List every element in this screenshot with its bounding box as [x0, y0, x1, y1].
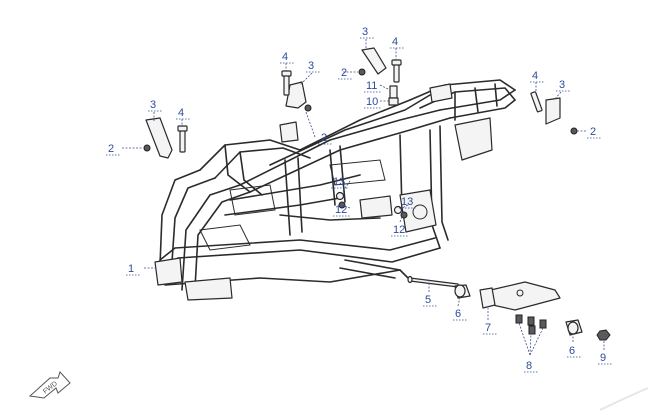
- bracket-part-3-far-right: [545, 97, 561, 125]
- svg-text:8: 8: [526, 360, 532, 372]
- plate-part-7: [479, 281, 561, 311]
- svg-text:2: 2: [590, 126, 596, 138]
- callout-4-top: 4: [390, 36, 404, 49]
- bolt-part-4-mid: [281, 70, 292, 96]
- spacer-part-11: [389, 85, 398, 99]
- svg-text:4: 4: [282, 51, 288, 63]
- callout-13-left: 13: [331, 176, 349, 189]
- callout-3-top: 3: [360, 26, 374, 39]
- svg-text:3: 3: [150, 99, 156, 111]
- callout-3-left: 3: [148, 99, 162, 112]
- svg-text:7: 7: [485, 322, 491, 334]
- nut-part-2-right: [570, 127, 578, 135]
- washer-part-10: [388, 97, 399, 106]
- bushing-part-6-right: [565, 319, 583, 336]
- callout-3-right: 3: [556, 79, 570, 92]
- svg-text:2: 2: [108, 143, 114, 155]
- washer-part-13-left: [335, 191, 345, 201]
- pin-part-5: [407, 275, 459, 288]
- nut-part-2-top: [358, 68, 366, 76]
- callout-6-left: 6: [453, 308, 467, 321]
- bolt-part-4-left: [177, 125, 188, 153]
- callout-11: 11: [364, 80, 382, 93]
- nut-part-2-mid: [304, 104, 312, 112]
- atv-frame: [154, 79, 516, 301]
- decorative-swoosh: [599, 387, 649, 411]
- svg-text:3: 3: [308, 60, 314, 72]
- svg-text:13: 13: [333, 176, 345, 188]
- svg-text:2: 2: [321, 132, 327, 144]
- bracket-part-3-top-right: [361, 47, 387, 75]
- callout-10: 10: [364, 96, 382, 109]
- nut-part-12-right: [400, 211, 408, 219]
- leader-lines: [122, 39, 605, 356]
- bolt-part-4-top: [391, 59, 402, 83]
- svg-text:4: 4: [178, 107, 184, 119]
- nut-part-9: [596, 329, 611, 341]
- callout-5: 5: [423, 294, 437, 307]
- bracket-part-3-left: [145, 117, 173, 159]
- svg-text:5: 5: [425, 294, 431, 306]
- callout-9: 9: [598, 352, 612, 365]
- callout-12-right: 12: [391, 224, 409, 237]
- svg-text:12: 12: [335, 204, 347, 216]
- svg-text:13: 13: [401, 196, 413, 208]
- bracket-part-3-top-mid: [285, 81, 307, 109]
- callout-4-mid: 4: [280, 51, 294, 64]
- svg-text:6: 6: [569, 345, 575, 357]
- bushing-part-6-left: [454, 284, 471, 299]
- callout-2-mid: 2: [318, 132, 332, 145]
- svg-text:9: 9: [600, 352, 606, 364]
- callout-12-left: 12: [333, 204, 351, 217]
- callout-8: 8: [524, 360, 538, 373]
- callout-4-left: 4: [176, 107, 190, 120]
- callout-2-right: 2: [587, 126, 601, 139]
- callout-2-top: 2: [338, 67, 352, 80]
- svg-text:12: 12: [393, 224, 405, 236]
- svg-text:3: 3: [559, 79, 565, 91]
- svg-text:4: 4: [532, 70, 538, 82]
- callout-6-right: 6: [567, 345, 581, 358]
- nut-part-2-left: [143, 144, 151, 152]
- callout-13-right: 13: [399, 196, 417, 209]
- svg-text:10: 10: [366, 96, 378, 108]
- callout-4-right: 4: [530, 70, 544, 83]
- svg-text:2: 2: [341, 67, 347, 79]
- bolt-part-4-right: [530, 91, 543, 113]
- bolts-part-8: [515, 314, 547, 335]
- svg-text:11: 11: [366, 80, 377, 92]
- svg-text:3: 3: [362, 26, 368, 38]
- svg-text:4: 4: [392, 36, 398, 48]
- callout-3-mid: 3: [306, 60, 320, 73]
- callout-7: 7: [483, 322, 497, 335]
- svg-text:1: 1: [128, 263, 134, 275]
- forward-direction-arrow-icon: FWD: [28, 371, 71, 399]
- svg-text:6: 6: [455, 308, 461, 320]
- callout-2-left: 2: [106, 143, 120, 156]
- callout-1: 1: [126, 263, 140, 276]
